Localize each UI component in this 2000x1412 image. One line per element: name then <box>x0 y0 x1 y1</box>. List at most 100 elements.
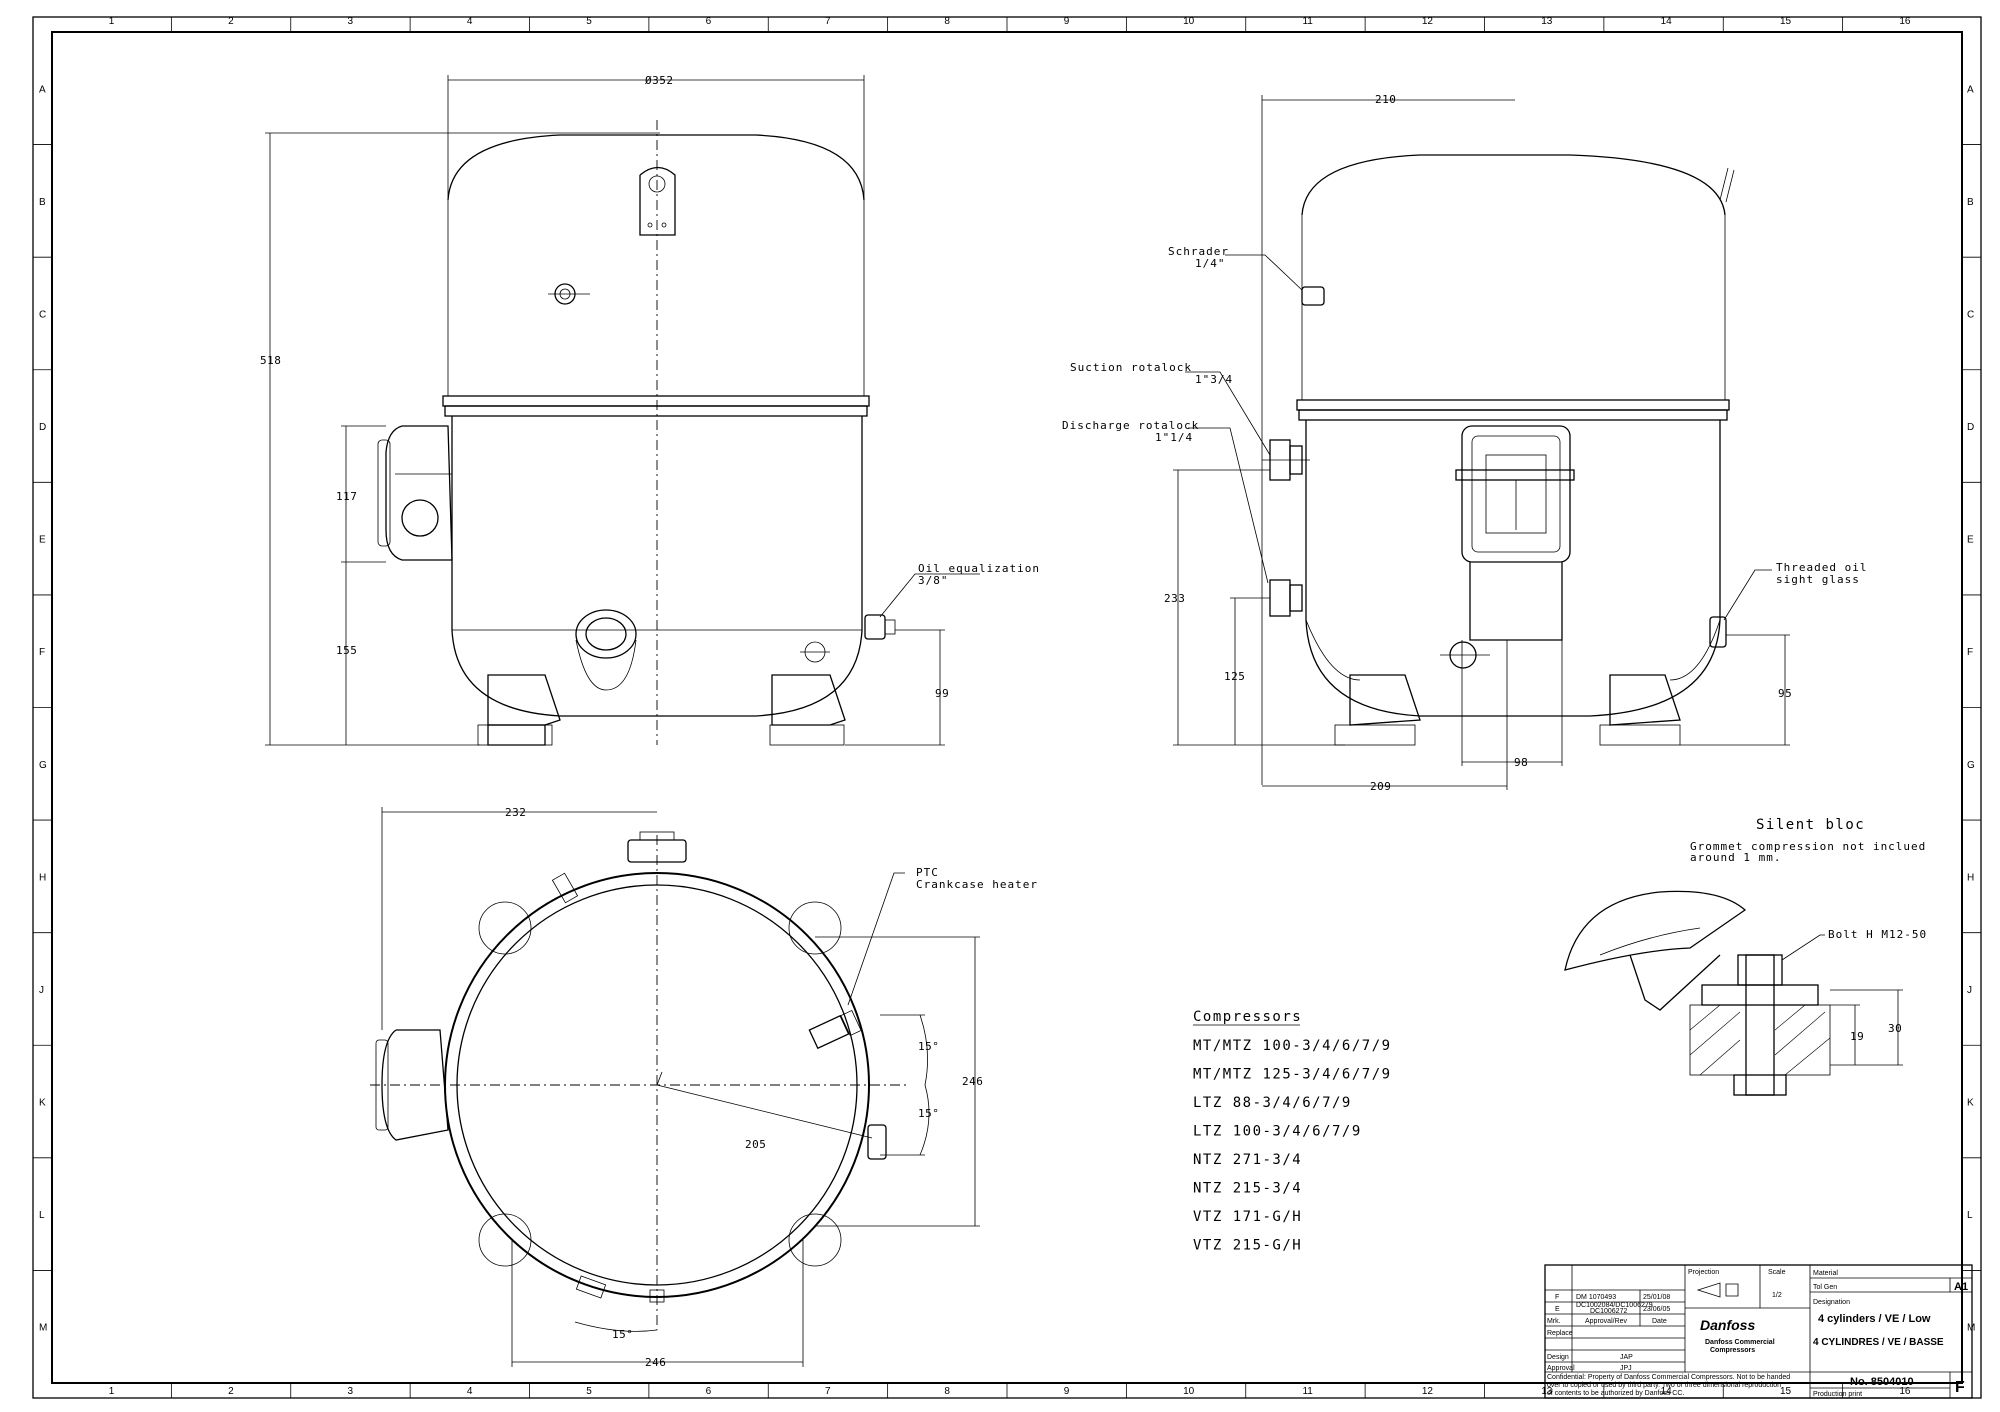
grid-row-label-left: M <box>39 1323 47 1334</box>
grid-row-label-left: H <box>39 872 46 883</box>
silent-bloc-dim-19: 19 <box>1850 1030 1864 1043</box>
grid-col-label-top: 10 <box>1183 16 1195 27</box>
grid-col-label-bottom: 2 <box>228 1386 234 1397</box>
compressors-list: Compressors MT/MTZ 100-3/4/6/7/9MT/MTZ 1… <box>1193 1009 1392 1254</box>
grid-col-label-top: 12 <box>1422 16 1434 27</box>
grid-col-label-top: 4 <box>467 16 473 27</box>
projection-symbol-icon <box>1696 1282 1739 1298</box>
top-width-top: 232 <box>505 806 526 819</box>
front-view: Ø352 518 117 155 99 Oil equalization 3/8… <box>260 74 1039 746</box>
compressor-model: LTZ 88-3/4/6/7/9 <box>1193 1095 1352 1111</box>
side-height-233: 233 <box>1164 592 1185 605</box>
grid-col-label-top: 9 <box>1064 16 1070 27</box>
compressor-model: NTZ 215-3/4 <box>1193 1181 1302 1197</box>
oil-equalization-size: 3/8" <box>918 574 949 587</box>
grid-row-label-right: M <box>1967 1323 1975 1334</box>
top-angle-c: 15° <box>612 1328 633 1341</box>
grid-col-label-top: 3 <box>347 16 353 27</box>
top-view: PTC Crankcase heater 205 15° 15° 15° 232… <box>370 806 1037 1369</box>
grid-row-label-right: H <box>1967 872 1974 883</box>
rev-e-doc-2: DC1006272 <box>1590 1308 1627 1315</box>
schrader-size: 1/4" <box>1195 257 1226 270</box>
replace-label: Replace <box>1547 1330 1573 1337</box>
scale-label: Scale <box>1768 1269 1786 1276</box>
grid-row-label-left: E <box>39 535 46 546</box>
compressors-title: Compressors <box>1193 1009 1302 1025</box>
grid-col-label-bottom: 5 <box>586 1386 592 1397</box>
grid-row-label-left: K <box>39 1098 46 1109</box>
grid-col-label-top: 7 <box>825 16 831 27</box>
grid-col-label-bottom: 12 <box>1422 1386 1434 1397</box>
rev-f-doc: DM 1070493 <box>1576 1294 1616 1301</box>
side-width-bottom: 209 <box>1370 780 1391 793</box>
grid-row-label-right: L <box>1967 1210 1973 1221</box>
threaded-oil-label: Threaded oil <box>1776 561 1867 574</box>
side-height-95: 95 <box>1778 687 1792 700</box>
grid-row-label-left: B <box>39 197 46 208</box>
grid-col-label-bottom: 10 <box>1183 1386 1195 1397</box>
projection-label: Projection <box>1688 1269 1719 1276</box>
top-angle-b: 15° <box>918 1107 939 1120</box>
hdr-approval: Approval/Rev <box>1585 1318 1628 1325</box>
side-width-top: 210 <box>1375 93 1396 106</box>
grid-row-label-left: A <box>39 84 46 95</box>
designation-label: Designation <box>1813 1299 1850 1306</box>
side-width-98: 98 <box>1514 756 1528 769</box>
grid-col-label-top: 14 <box>1661 16 1673 27</box>
grid-col-label-bottom: 7 <box>825 1386 831 1397</box>
grid-col-label-top: 11 <box>1302 16 1313 27</box>
rev-f: F <box>1555 1294 1559 1301</box>
grid-col-label-top: 1 <box>109 16 115 27</box>
design-value: JAP <box>1620 1354 1633 1361</box>
compressor-model: MT/MTZ 125-3/4/6/7/9 <box>1193 1067 1392 1083</box>
compressor-model: VTZ 171-G/H <box>1193 1209 1302 1225</box>
confidential-3: of contents to be authorized by Danfoss … <box>1547 1390 1684 1397</box>
discharge-rotalock-label: Discharge rotalock <box>1062 419 1199 432</box>
material-label: Material <box>1813 1270 1838 1277</box>
silent-bloc-detail: Silent bloc Grommet compression not incl… <box>1564 817 1927 1096</box>
grid-col-label-bottom: 14 <box>1661 1386 1673 1397</box>
top-width-bottom: 246 <box>645 1356 666 1369</box>
silent-bloc-dim-30: 30 <box>1888 1022 1902 1035</box>
title-block: F DM 1070493 25/01/08 E DC1002084/DC1006… <box>1544 1264 1973 1399</box>
sheet-size: A1 <box>1954 1281 1968 1293</box>
danfoss-logo: Danfoss <box>1700 1317 1755 1333</box>
discharge-rotalock-size: 1"1/4 <box>1155 431 1193 444</box>
compressor-model: LTZ 100-3/4/6/7/9 <box>1193 1124 1362 1140</box>
hdr-date: Date <box>1652 1318 1667 1325</box>
bolt-label: Bolt H M12-50 <box>1828 928 1927 941</box>
grid-row-label-right: D <box>1967 422 1974 433</box>
silent-bloc-note-2: around 1 mm. <box>1690 851 1781 864</box>
drawing-number: No. 8504010 <box>1850 1376 1914 1388</box>
compressor-model: VTZ 215-G/H <box>1193 1238 1302 1254</box>
grid-row-label-right: F <box>1967 647 1973 658</box>
grid-col-label-bottom: 9 <box>1064 1386 1070 1397</box>
suction-rotalock-size: 1"3/4 <box>1195 373 1233 386</box>
grid-col-label-bottom: 4 <box>467 1386 473 1397</box>
grid-col-label-bottom: 11 <box>1302 1386 1313 1397</box>
grid-row-label-left: L <box>39 1210 45 1221</box>
approval-value: JPJ <box>1620 1365 1632 1372</box>
designation-line-2: 4 CYLINDRES / VE / BASSE <box>1813 1337 1944 1348</box>
grid-row-label-right: K <box>1967 1098 1974 1109</box>
rev-e: E <box>1555 1306 1560 1313</box>
front-height-lower: 155 <box>336 644 357 657</box>
grid-col-label-bottom: 16 <box>1899 1386 1911 1397</box>
front-diameter-label: Ø352 <box>645 74 674 87</box>
front-height-total: 518 <box>260 354 281 367</box>
side-view: Schrader 1/4" Suction rotalock 1"3/4 Dis… <box>1062 93 1867 793</box>
compressor-model: NTZ 271-3/4 <box>1193 1152 1302 1168</box>
grid-col-label-top: 16 <box>1899 16 1911 27</box>
outer-border <box>32 16 1982 1399</box>
grid-row-label-right: G <box>1967 760 1975 771</box>
grid-row-label-left: J <box>39 985 44 996</box>
grid-row-label-right: C <box>1967 309 1974 320</box>
revision-letter: F <box>1955 1379 1965 1396</box>
grid-row-label-right: E <box>1967 535 1974 546</box>
silent-bloc-title: Silent bloc <box>1756 817 1865 833</box>
rev-e-doc: DC1002084/DC1006279 <box>1576 1302 1653 1309</box>
compressor-model: MT/MTZ 100-3/4/6/7/9 <box>1193 1038 1392 1054</box>
top-angle-a: 15° <box>918 1040 939 1053</box>
grid-col-label-bottom: 13 <box>1541 1386 1553 1397</box>
